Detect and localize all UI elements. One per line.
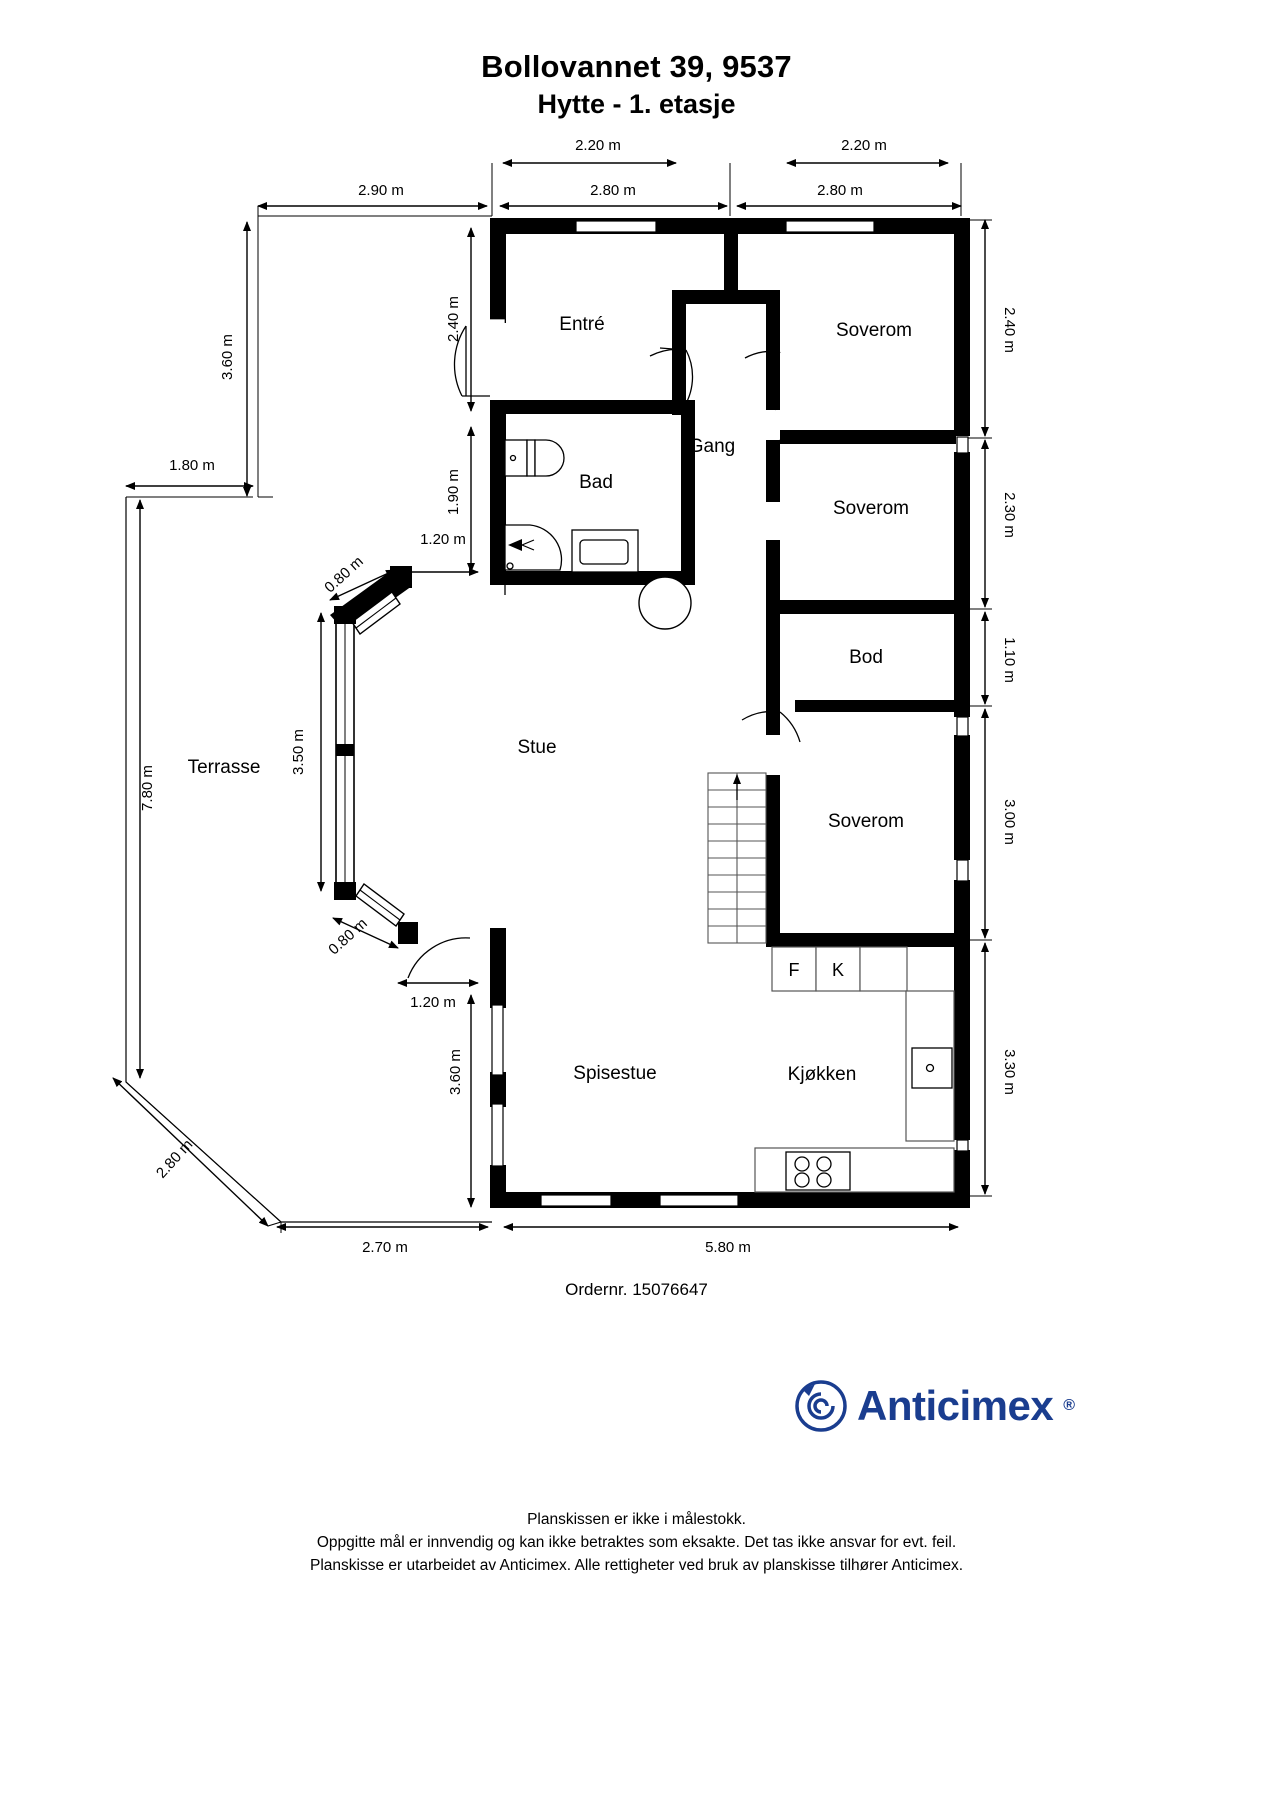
dimension-label: 2.20 m: [841, 137, 887, 154]
dimension-label: 2.40 m: [1001, 307, 1018, 353]
fixture-labels: F K: [789, 960, 845, 980]
dimension-label: 1.10 m: [1001, 637, 1018, 683]
dimension-label: 2.40 m: [445, 296, 462, 342]
stue-round-table: [638, 576, 692, 630]
dimension-label: 0.80 m: [325, 915, 370, 958]
walls: [490, 218, 970, 1208]
room-label: Kjøkken: [788, 1064, 857, 1085]
disclaimer-line-2: Oppgitte mål er innvendig og kan ikke be…: [316, 1534, 957, 1551]
dimension-label: 1.20 m: [420, 531, 466, 548]
dimension-label: 1.80 m: [169, 457, 215, 474]
anticimex-logo: Anticimex ®: [795, 1380, 1075, 1432]
room-label: Soverom: [833, 498, 909, 519]
dimension-label: 2.80 m: [153, 1136, 196, 1181]
dimension-label: 3.30 m: [1001, 1049, 1018, 1095]
dimension-label: 3.60 m: [447, 1049, 464, 1095]
room-label: Gang: [689, 436, 735, 457]
fixture-label-cooler: K: [832, 960, 844, 980]
room-label: Bad: [579, 472, 613, 493]
room-labels: Entré Bad Gang Soverom Soverom Bod Sover…: [188, 314, 912, 1085]
terrace-outline: [125, 497, 492, 1223]
order-number: Ordernr. 15076647: [565, 1280, 708, 1299]
room-label: Soverom: [836, 320, 912, 341]
dimension-label: 5.80 m: [705, 1239, 751, 1256]
dimension-label: 2.90 m: [358, 182, 404, 199]
anticimex-spiral-icon: [795, 1380, 847, 1432]
dimension-label: 2.20 m: [575, 137, 621, 154]
room-label: Terrasse: [188, 757, 261, 778]
anticimex-wordmark: Anticimex: [857, 1382, 1054, 1429]
dimension-label: 1.20 m: [410, 994, 456, 1011]
dimension-lines: [112, 159, 992, 1233]
fixture-label-fridge: F: [789, 960, 800, 980]
stue-bay-walls: [330, 566, 418, 944]
room-label: Soverom: [828, 811, 904, 832]
disclaimer-line-3: Planskisse er utarbeidet av Anticimex. A…: [309, 1557, 963, 1574]
dimension-label: 2.70 m: [362, 1239, 408, 1256]
room-label: Stue: [517, 737, 556, 758]
dimension-label: 7.80 m: [139, 765, 156, 811]
dimension-label: 1.90 m: [445, 469, 462, 515]
dimension-label: 2.80 m: [817, 182, 863, 199]
disclaimer: Planskissen er ikke i målestokk. Oppgitt…: [0, 1508, 1273, 1577]
bathroom-fixtures: [504, 439, 639, 573]
disclaimer-line-1: Planskissen er ikke i målestokk.: [527, 1511, 746, 1528]
dimension-label: 0.80 m: [321, 553, 366, 596]
bay-glazing-lines: [355, 597, 401, 921]
room-label: Spisestue: [573, 1063, 656, 1084]
dimension-label: 3.50 m: [290, 729, 307, 775]
room-label: Entré: [559, 314, 604, 335]
dimension-label: 3.60 m: [219, 334, 236, 380]
staircase: [707, 772, 767, 944]
dimension-label: 2.80 m: [590, 182, 636, 199]
room-label: Bod: [849, 647, 883, 668]
windows: [491, 220, 969, 1207]
dimension-labels: 2.20 m 2.20 m 2.90 m 2.80 m 2.80 m 3.60 …: [139, 137, 1018, 1256]
dimension-label: 3.00 m: [1001, 799, 1018, 845]
kitchen-appliances: [785, 1047, 953, 1191]
doors: [407, 319, 801, 979]
registered-mark: ®: [1063, 1397, 1076, 1414]
dimension-label: 2.30 m: [1001, 492, 1018, 538]
